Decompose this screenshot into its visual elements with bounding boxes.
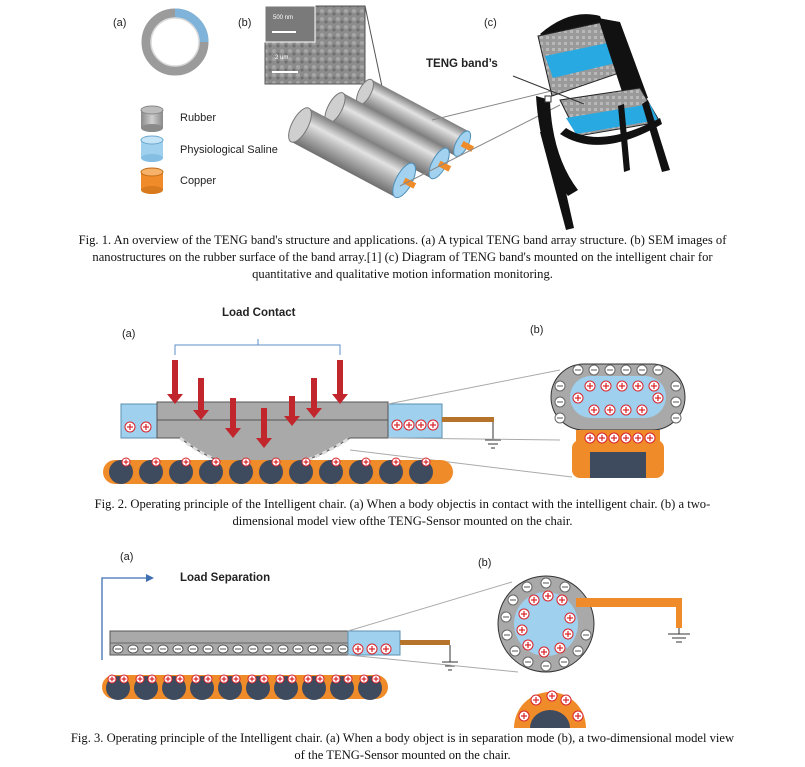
fig2-panel-b-label: (b) [530, 324, 544, 336]
intelligent-chair-icon [536, 14, 670, 230]
fig2-caption-line1: Fig. 2. Operating principle of the Intel… [94, 497, 711, 511]
legend-saline-icon [140, 135, 164, 162]
legend-saline-label: Physiological Saline [180, 144, 278, 156]
fig2-plus-marks-right [391, 419, 439, 431]
fig2-plus-marks-left [124, 421, 152, 433]
fig1-panel-a-label: (a) [113, 17, 127, 29]
sem-image [264, 5, 390, 105]
fig1-caption-line1: Fig. 1. An overview of the TENG band's s… [78, 233, 727, 247]
fig2-electrode-row [103, 457, 453, 484]
fig3-caption-line1: Fig. 3. Operating principle of the Intel… [70, 731, 735, 745]
legend-copper-label: Copper [180, 175, 217, 187]
fig3-caption-line2: of the TENG-Sensor mounted on the chair. [294, 748, 511, 762]
sem-scale-bottom: 2 um [275, 55, 289, 61]
fig3-panel-b-label: (b) [478, 557, 492, 569]
teng-ring-icon [141, 8, 209, 76]
fig1-caption-line3: quantitative and qualitative motion info… [252, 267, 553, 281]
fig1-panel-c-label: (c) [484, 17, 497, 29]
fig3-2d-model [497, 575, 690, 673]
fig2-panel-a-label: (a) [122, 328, 136, 340]
legend-rubber-icon [140, 105, 164, 132]
fig2-title: Load Contact [222, 307, 296, 319]
sem-scale-top: 500 nm [273, 15, 294, 21]
fig2-caption: Fig. 2. Operating principle of the Intel… [0, 496, 805, 530]
fig3-band-holes [112, 644, 349, 654]
fig2-caption-line2: dimensional model view ofthe TENG-Sensor… [232, 514, 573, 528]
load-arrows [167, 360, 348, 448]
fig1-caption-line2: nanostructures on the rubber surface of … [92, 250, 713, 264]
fig1-caption: Fig. 1. An overview of the TENG band's s… [0, 232, 805, 283]
legend-copper-icon [140, 167, 164, 194]
legend-rubber-label: Rubber [180, 112, 217, 124]
band-array [288, 78, 475, 199]
fig3-caption: Fig. 3. Operating principle of the Intel… [0, 730, 805, 764]
fig1-panel-b-label: (b) [238, 17, 252, 29]
fig3-title: Load Separation [180, 572, 271, 584]
teng-band-label: TENG band’s [426, 58, 498, 70]
fig3-panel-a-label: (a) [120, 551, 134, 563]
